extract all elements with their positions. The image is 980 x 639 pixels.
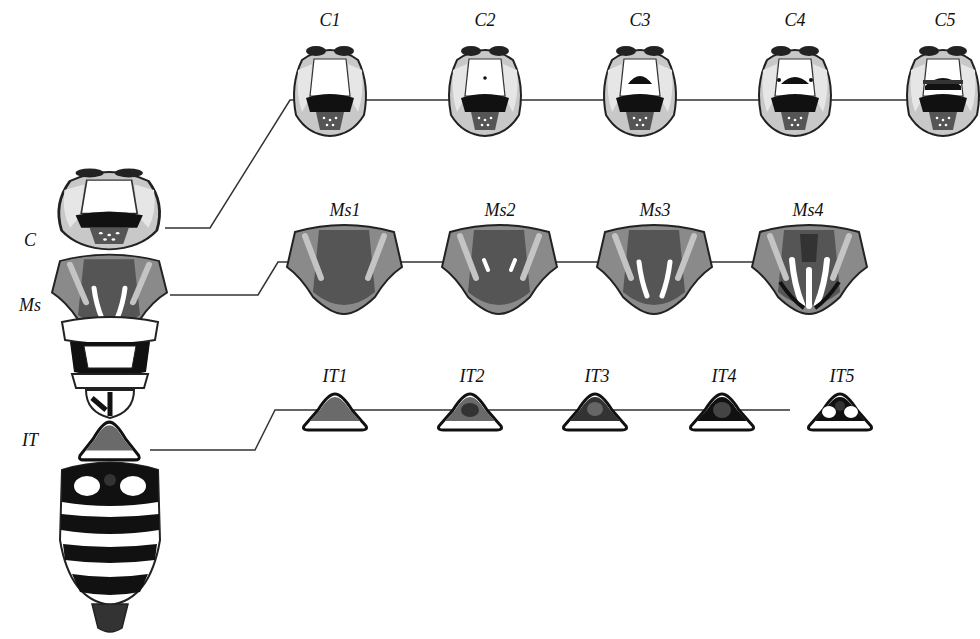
panel-label: IT2	[459, 367, 484, 385]
panel-label: Ms1	[330, 201, 361, 219]
panel-label: IT5	[829, 367, 854, 385]
panel-label: Ms4	[793, 201, 824, 219]
panel-label: C4	[784, 11, 805, 29]
panel-label: Ms3	[640, 201, 671, 219]
panel-label: IT	[22, 431, 38, 449]
panel-label: IT1	[322, 367, 347, 385]
panel-label: IT4	[711, 367, 736, 385]
panel-label: Ms	[19, 296, 41, 314]
panel-label: C2	[474, 11, 495, 29]
panel-label: C3	[629, 11, 650, 29]
panel-label: IT3	[584, 367, 609, 385]
panel-label: C5	[934, 11, 955, 29]
panel-label: C1	[319, 11, 340, 29]
panel-label: Ms2	[485, 201, 516, 219]
panel-label: C	[24, 231, 36, 249]
